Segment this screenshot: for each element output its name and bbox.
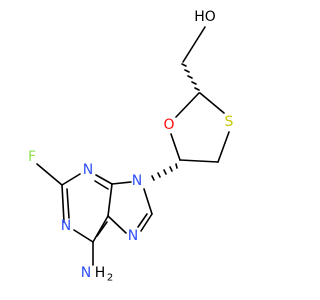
bond-layer [36,26,230,266]
atom-label-nh2-n: N [81,265,91,281]
atom-label-n9: N [132,173,142,189]
molecule-structure-diagram: HO O S N N N N F N H 2 [28,9,234,284]
bond-c8-n7-double [137,213,148,228]
atom-label-ho: HO [194,9,216,25]
bond-ch2-oh [182,26,206,63]
bond-c5p-c4p [107,183,113,217]
bond-c4p-n9 [111,181,132,185]
bond-c2p-n1-double [66,188,70,219]
atom-label-o-ring: O [163,117,174,133]
bond-c2p-n1 [61,184,65,223]
atom-label-nh2-h: H [95,265,106,281]
structure-canvas: HO O S N N N N F N H 2 [28,9,234,284]
hashed-bond-c5-n9 [151,163,178,181]
atom-label-layer: HO O S N N N N F N H 2 [28,9,234,284]
bond-c6p-c5p [92,215,109,243]
atom-label-nh2-sub: 2 [107,273,113,284]
bond-c2-s [199,92,225,114]
bond-c4p-n3-double [94,180,109,190]
bond-c5-o [170,133,181,161]
bond-n7-c5p [107,215,127,234]
bond-c6p-c5p-double [96,221,108,237]
bond-c2p-f [36,163,63,186]
amino-group-label: N H 2 [81,265,113,284]
atom-label-n7: N [128,228,138,244]
atom-label-n3: N [83,162,93,178]
bond-c4p-n3 [95,174,113,185]
hashed-bond-c2-ch2 [181,63,200,91]
bond-n1-c6p [73,229,94,243]
bond-n9-c8 [143,188,153,215]
bond-c8-n7 [140,213,153,232]
bond-c4-c5 [179,159,219,163]
atom-label-f: F [28,149,36,165]
atom-label-s-ring: S [225,114,234,130]
bond-s-c4 [217,131,230,163]
bond-n3-c2p [61,173,81,186]
atom-label-n1: N [61,218,71,234]
bond-o-c2 [175,92,200,118]
